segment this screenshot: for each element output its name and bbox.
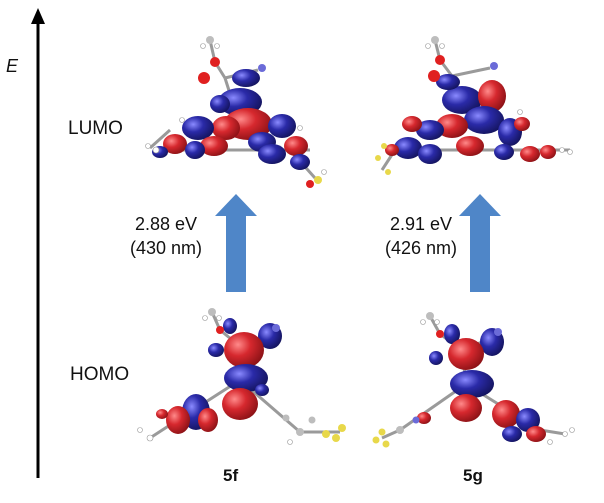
transition-5f: 2.88 eV (430 nm) xyxy=(116,212,216,260)
transition-energy-5g: 2.91 eV xyxy=(389,214,453,234)
orbital-homo-5f xyxy=(137,308,346,445)
orbital-lumo-5g xyxy=(375,36,573,175)
transition-arrow-5f xyxy=(215,194,257,292)
transition-arrow-5g xyxy=(459,194,501,292)
transition-wavelength-5f: (430 nm) xyxy=(129,238,203,258)
transition-wavelength-5g: (426 nm) xyxy=(384,238,458,258)
compound-label-5g: 5g xyxy=(463,466,483,485)
transition-energy-5f: 2.88 eV xyxy=(134,214,198,234)
homo-label: HOMO xyxy=(70,364,130,385)
orbital-homo-5g xyxy=(372,312,575,448)
orbital-lumo-5f xyxy=(145,36,327,188)
lumo-label: LUMO xyxy=(68,118,123,139)
energy-axis xyxy=(31,8,45,478)
compound-label-5f: 5f xyxy=(223,466,239,485)
energy-axis-label: E xyxy=(6,56,19,76)
transition-5g: 2.91 eV (426 nm) xyxy=(371,212,471,260)
